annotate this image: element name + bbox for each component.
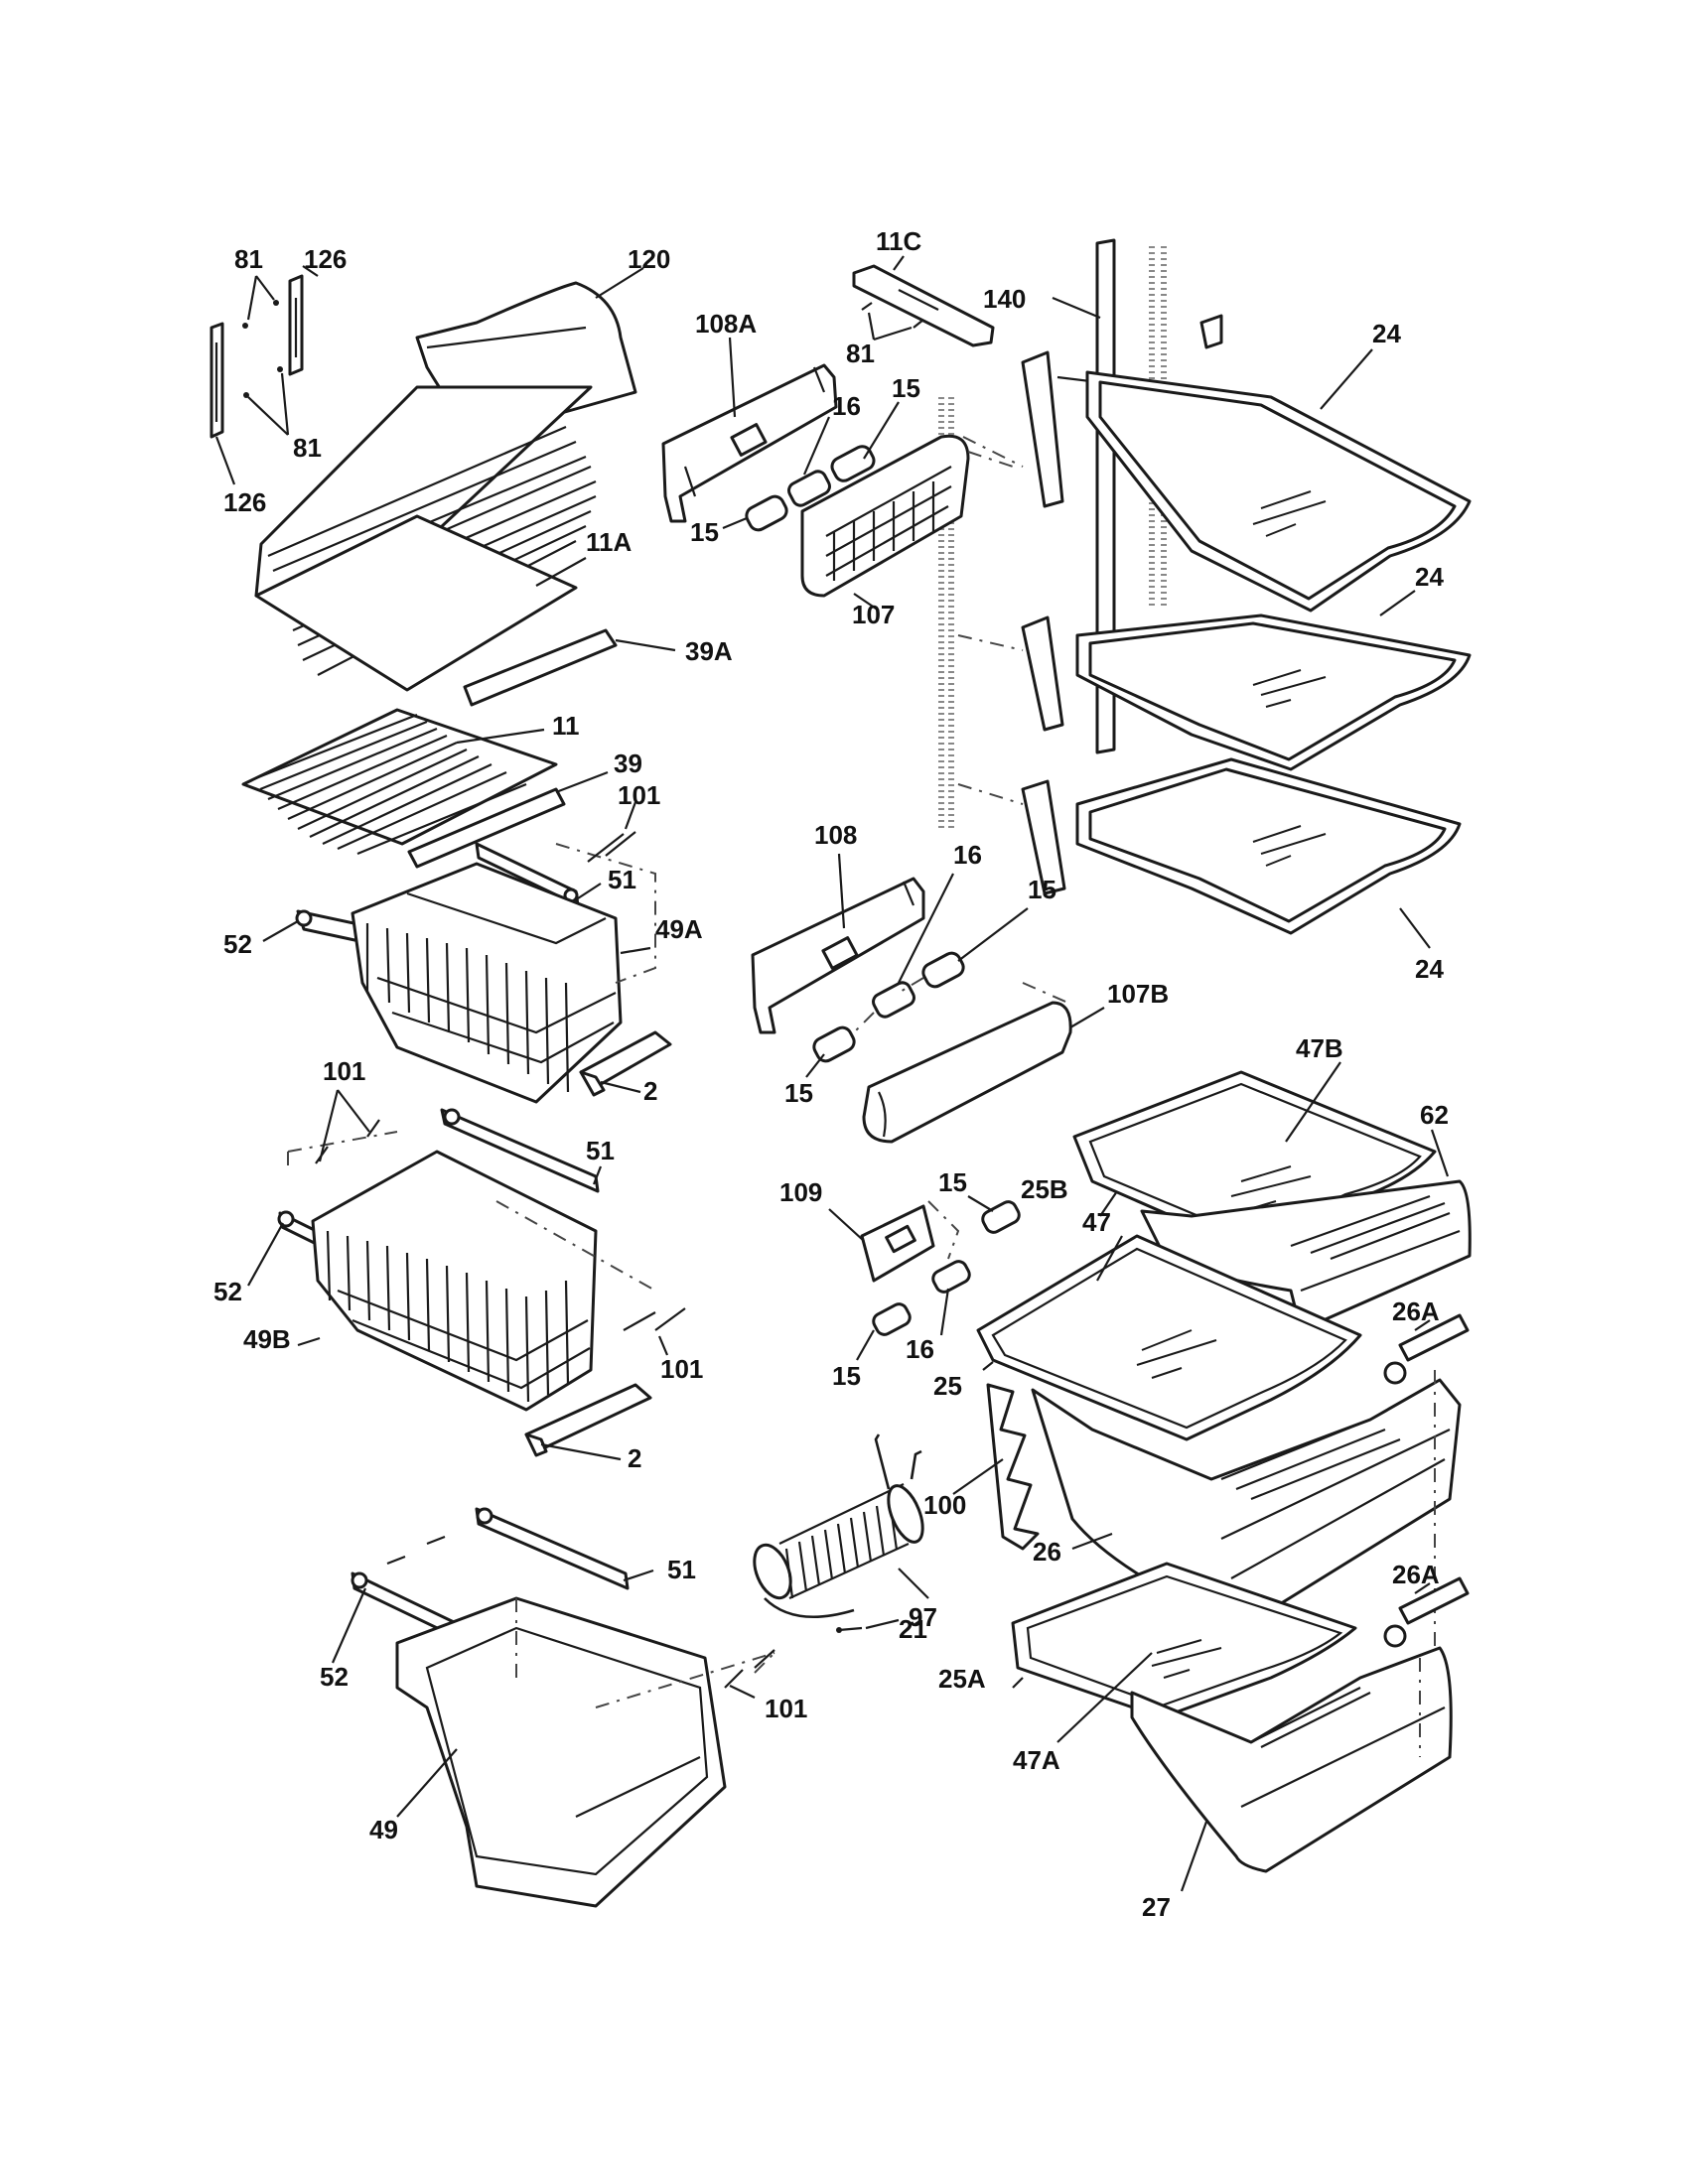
callout-24-top: 24 xyxy=(1372,319,1401,348)
front-trim-2-lower xyxy=(524,1383,652,1461)
socket-bracket-109 xyxy=(828,1204,935,1283)
callout-11C: 11C xyxy=(876,226,921,256)
callout-15-upper-right: 15 xyxy=(892,373,920,403)
callout-11A: 11A xyxy=(586,527,632,557)
callout-25A: 25A xyxy=(938,1664,986,1694)
trim-39A xyxy=(463,628,676,707)
callout-leaders-top-left xyxy=(214,265,319,485)
callout-26: 26 xyxy=(1033,1537,1061,1567)
callout-16-upper: 16 xyxy=(832,391,861,421)
bulb-socket-group-lower xyxy=(856,1195,1021,1361)
crisper-cover-47 xyxy=(976,1190,1362,1441)
callout-81-bottom: 81 xyxy=(293,433,322,463)
callout-126-top: 126 xyxy=(304,244,347,274)
callout-107B: 107B xyxy=(1107,979,1169,1009)
callout-16-lower: 16 xyxy=(906,1334,934,1364)
freezer-bin-49 xyxy=(331,1507,775,1908)
callout-101-middle-basket-right: 101 xyxy=(660,1354,703,1384)
callout-140: 140 xyxy=(983,284,1026,314)
callout-24-bottom: 24 xyxy=(1415,954,1444,984)
callout-24-middle: 24 xyxy=(1415,562,1444,592)
trim-39 xyxy=(407,770,609,869)
lens-cover-107B xyxy=(862,982,1105,1144)
callout-51-upper: 51 xyxy=(608,865,636,894)
light-shield-107 xyxy=(800,434,1014,612)
callout-120: 120 xyxy=(628,244,670,274)
bracket-126-pair xyxy=(210,274,304,439)
crisper-pan-62 xyxy=(1140,1129,1472,1332)
bulb-socket-group-middle xyxy=(805,873,1029,1078)
bracket-11C xyxy=(852,255,995,347)
callout-62: 62 xyxy=(1420,1100,1449,1130)
glass-shelf-24-top xyxy=(962,314,1472,613)
wire-shelf-11A xyxy=(254,385,597,692)
callout-51-lower: 51 xyxy=(667,1555,696,1584)
callout-2-lower: 2 xyxy=(628,1443,641,1473)
callout-2-upper: 2 xyxy=(643,1076,657,1106)
crisper-drawer-27 xyxy=(1130,1646,1453,1892)
callout-25B: 25B xyxy=(1021,1174,1068,1204)
seal-100 xyxy=(952,1383,1040,1551)
callout-15-upper-left: 15 xyxy=(690,517,719,547)
callout-27: 27 xyxy=(1142,1892,1171,1922)
bulb-socket-group-upper xyxy=(722,401,900,532)
callout-15-lower-left: 15 xyxy=(832,1361,861,1391)
callout-26A-lower: 26A xyxy=(1392,1560,1440,1589)
callout-47A: 47A xyxy=(1013,1745,1060,1775)
callout-52-upper: 52 xyxy=(223,929,252,959)
callout-21: 21 xyxy=(899,1614,927,1644)
callout-25: 25 xyxy=(933,1371,962,1401)
glass-shelf-24-middle xyxy=(957,590,1472,771)
callout-101-bin: 101 xyxy=(765,1694,807,1723)
callout-15-middle-right: 15 xyxy=(1028,875,1056,904)
callout-81-top: 81 xyxy=(234,244,263,274)
glass-shelf-24-bottom xyxy=(957,757,1462,949)
callout-97: 97 xyxy=(909,1602,937,1632)
drawer-slide-26A-lower xyxy=(1383,1576,1470,1648)
callout-108A: 108A xyxy=(695,309,757,339)
callout-47B: 47B xyxy=(1296,1033,1343,1063)
callout-49A: 49A xyxy=(655,914,703,944)
callout-51-middle: 51 xyxy=(586,1136,615,1165)
light-housing-108A xyxy=(661,337,838,523)
callout-39: 39 xyxy=(614,749,642,778)
crisper-cover-47A xyxy=(1011,1562,1357,1743)
callout-107: 107 xyxy=(852,600,895,629)
callout-11: 11 xyxy=(552,711,580,741)
callout-81-middle: 81 xyxy=(846,339,875,368)
callout-108: 108 xyxy=(814,820,857,850)
callout-52-middle: 52 xyxy=(213,1277,242,1306)
callout-126-bottom: 126 xyxy=(223,487,266,517)
callout-47: 47 xyxy=(1082,1207,1111,1237)
callout-109: 109 xyxy=(779,1177,822,1207)
callout-52-lower: 52 xyxy=(320,1662,349,1692)
wire-shelf-11 xyxy=(241,708,558,856)
callout-labels: 81 126 81 126 120 11A 39A 11 39 101 51 5… xyxy=(213,226,1449,1922)
wire-basket-49A xyxy=(262,801,656,1104)
callout-26A-upper: 26A xyxy=(1392,1297,1440,1326)
callout-101-upper-basket: 101 xyxy=(618,780,660,810)
light-housing-108 xyxy=(751,853,925,1034)
callout-39A: 39A xyxy=(685,636,733,666)
callout-15-lower-right: 15 xyxy=(938,1167,967,1197)
screw-21 xyxy=(836,1618,900,1633)
heater-coil-97 xyxy=(753,1433,929,1619)
drawer-slide-26A-upper xyxy=(1383,1313,1470,1385)
callout-16-middle: 16 xyxy=(953,840,982,870)
callout-49B: 49B xyxy=(243,1324,291,1354)
wire-basket-49B xyxy=(247,1089,686,1412)
crisper-drawer-26 xyxy=(982,1361,1462,1648)
callout-100: 100 xyxy=(923,1490,966,1520)
callout-49: 49 xyxy=(369,1815,398,1844)
callout-101-middle-basket: 101 xyxy=(323,1056,365,1086)
callout-15-middle-left: 15 xyxy=(784,1078,813,1108)
front-trim-2-upper xyxy=(579,1030,672,1097)
